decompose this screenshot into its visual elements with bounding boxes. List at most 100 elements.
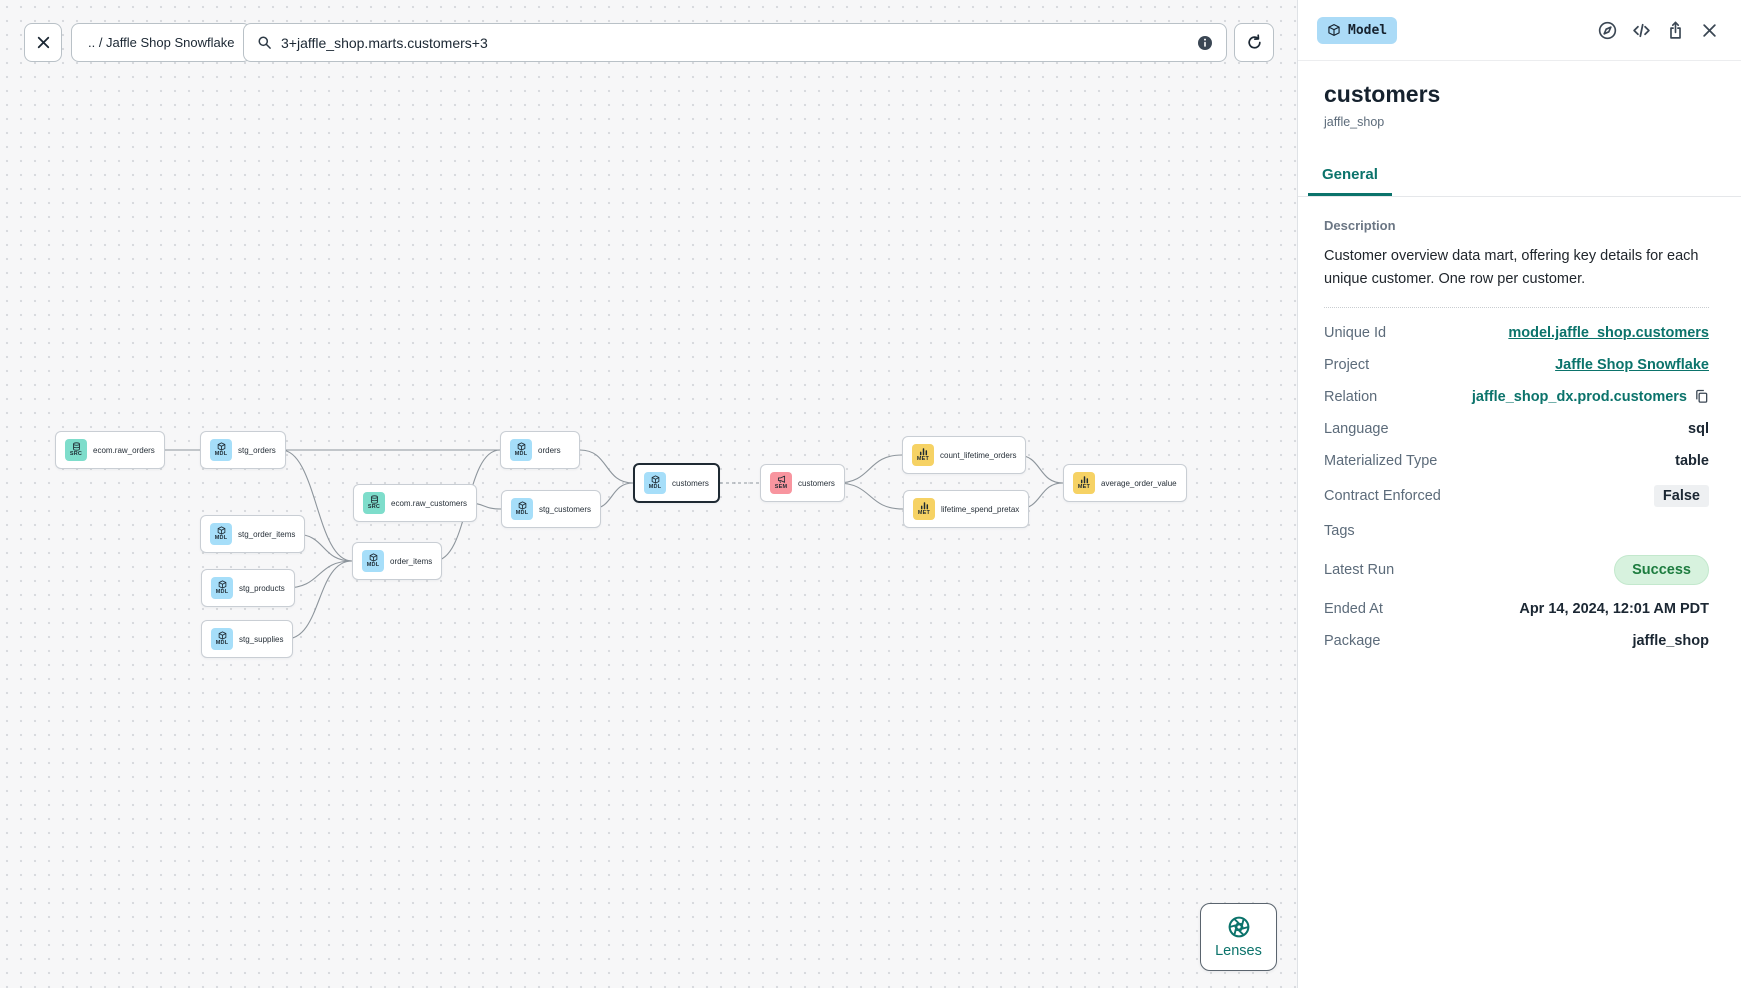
explore-button[interactable] [1598, 21, 1617, 40]
node-label: stg_customers [539, 504, 592, 514]
breadcrumb[interactable]: .. / Jaffle Shop Snowflake [71, 23, 252, 62]
field-value: sql [1688, 420, 1709, 437]
field-row-tags: Tags [1324, 515, 1709, 547]
cube-icon [1327, 23, 1341, 37]
chart-bars-icon: MET [912, 444, 934, 466]
field-value[interactable]: Jaffle Shop Snowflake [1555, 356, 1709, 373]
field-row-project: Project Jaffle Shop Snowflake [1324, 349, 1709, 381]
chart-bars-icon: MET [913, 498, 935, 520]
package-icon: MDL [211, 628, 233, 650]
edge-stg_products-to-order_items [285, 560, 353, 589]
package-icon: MDL [211, 577, 233, 599]
node-stg_orders[interactable]: MDL stg_orders [200, 431, 286, 469]
close-lineage-button[interactable] [24, 23, 62, 62]
field-label: Project [1324, 356, 1370, 373]
description-text: Customer overview data mart, offering ke… [1324, 248, 1699, 288]
edge-stg_supplies-to-order_items [285, 560, 353, 640]
model-type-label: Model [1348, 22, 1388, 38]
node-label: stg_orders [238, 445, 276, 455]
package-icon: MDL [210, 523, 232, 545]
field-label: Tags [1324, 522, 1355, 539]
node-label: orders [538, 445, 561, 455]
field-row-language: Language sql [1324, 413, 1709, 445]
tab-general[interactable]: General [1308, 156, 1392, 196]
search-bar [243, 23, 1227, 62]
field-label: Relation [1324, 388, 1378, 405]
package-icon: MDL [210, 439, 232, 461]
field-value[interactable]: jaffle_shop_dx.prod.customers [1472, 389, 1709, 405]
code-icon [1632, 21, 1651, 40]
field-row-unique-id: Unique Id model.jaffle_shop.customers [1324, 317, 1709, 349]
node-label: ecom.raw_customers [391, 498, 468, 508]
panel-tabs: General [1298, 156, 1741, 197]
breadcrumb-label: .. / Jaffle Shop Snowflake [88, 35, 235, 50]
field-row-contract-enforced: Contract Enforced False [1324, 477, 1709, 515]
package-icon: MDL [511, 498, 533, 520]
lenses-button[interactable]: Lenses [1200, 903, 1277, 971]
node-lifetime_spend_pretax[interactable]: MET lifetime_spend_pretax [903, 490, 1030, 528]
node-label: stg_order_items [238, 529, 296, 539]
search-input[interactable] [281, 34, 1188, 51]
field-value[interactable]: model.jaffle_shop.customers [1508, 324, 1709, 341]
node-stg_supplies[interactable]: MDL stg_supplies [201, 620, 294, 658]
info-icon[interactable] [1197, 35, 1213, 51]
node-label: count_lifetime_orders [940, 450, 1017, 460]
package-icon: MDL [510, 439, 532, 461]
share-button[interactable] [1666, 21, 1685, 40]
package-icon: MDL [644, 472, 666, 494]
code-button[interactable] [1632, 21, 1651, 40]
refresh-button[interactable] [1234, 23, 1274, 62]
field-row-relation: Relation jaffle_shop_dx.prod.customers [1324, 381, 1709, 413]
field-label: Materialized Type [1324, 452, 1438, 469]
node-label: stg_supplies [239, 634, 284, 644]
close-icon [1700, 21, 1719, 40]
panel-body: Description Customer overview data mart,… [1298, 197, 1741, 657]
field-value: False [1653, 484, 1709, 507]
lenses-label: Lenses [1215, 942, 1262, 959]
panel-header-icons [1598, 21, 1719, 40]
edge-customers_sem-to-count_lifetime_orders [836, 454, 903, 484]
close-icon [35, 34, 52, 51]
chart-bars-icon: MET [1073, 472, 1095, 494]
copy-relation-button[interactable] [1694, 389, 1709, 404]
node-average_order_value[interactable]: MET average_order_value [1063, 464, 1187, 502]
node-stg_order_items[interactable]: MDL stg_order_items [200, 515, 306, 553]
description-label: Description [1324, 218, 1396, 233]
search-icon [257, 35, 272, 50]
field-label: Ended At [1324, 600, 1383, 617]
field-value: Apr 14, 2024, 12:01 AM PDT [1519, 600, 1709, 617]
divider [1324, 306, 1709, 308]
node-orders[interactable]: MDL orders [500, 431, 580, 469]
database-icon: SRC [65, 439, 87, 461]
field-value: Success [1614, 554, 1709, 585]
field-value: table [1675, 452, 1709, 469]
status-badge: Success [1614, 554, 1709, 585]
package-icon: MDL [362, 550, 384, 572]
field-label: Language [1324, 420, 1389, 437]
database-icon: SRC [363, 492, 385, 514]
page-title: customers [1324, 81, 1441, 107]
copy-icon [1694, 389, 1709, 404]
edge-stg_orders-to-order_items [280, 449, 353, 562]
node-label: lifetime_spend_pretax [941, 504, 1020, 514]
field-row-ended-at: Ended At Apr 14, 2024, 12:01 AM PDT [1324, 593, 1709, 625]
node-stg_customers[interactable]: MDL stg_customers [501, 490, 602, 528]
node-ecom.raw_customers[interactable]: SRC ecom.raw_customers [353, 484, 478, 522]
node-label: average_order_value [1101, 478, 1177, 488]
field-label: Unique Id [1324, 324, 1387, 341]
field-label: Contract Enforced [1324, 487, 1441, 504]
explore-icon [1598, 21, 1617, 40]
node-count_lifetime_orders[interactable]: MET count_lifetime_orders [902, 436, 1027, 474]
panel-header: Model [1298, 0, 1741, 61]
details-panel: Model customers jaffle_shop General Desc… [1297, 0, 1741, 988]
field-value: jaffle_shop [1632, 632, 1709, 649]
close-panel-button[interactable] [1700, 21, 1719, 40]
